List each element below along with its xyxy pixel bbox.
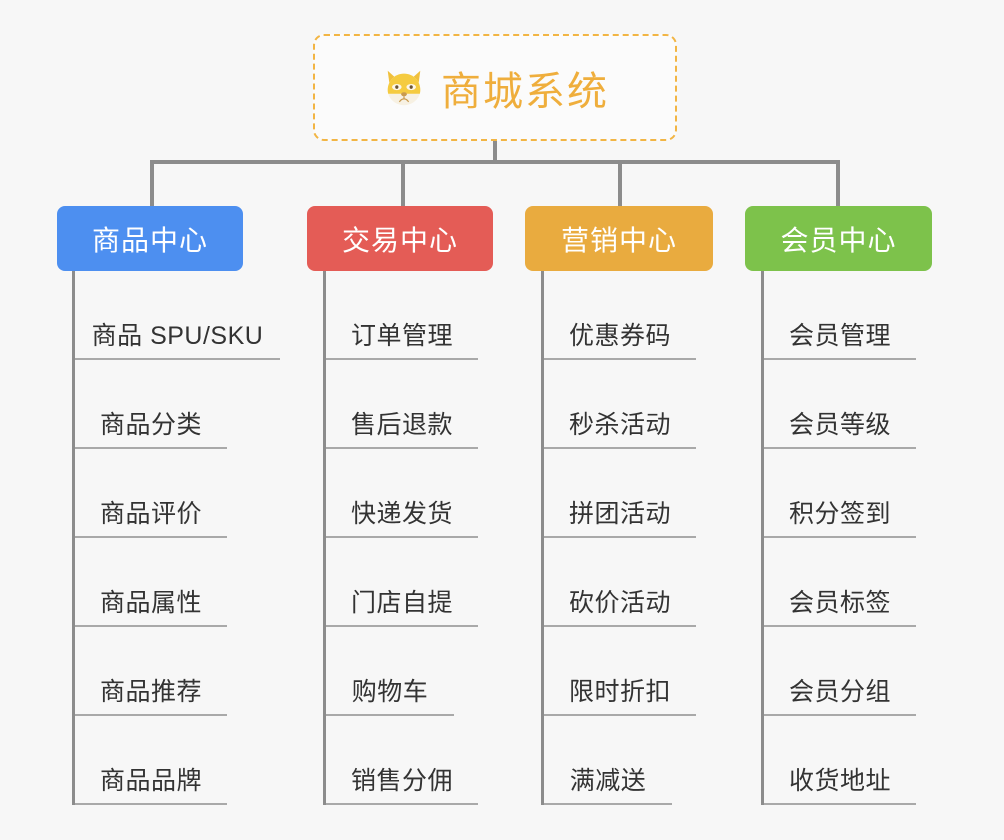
leaf-item[interactable]: 限时折扣: [544, 627, 696, 716]
leaf-item[interactable]: 秒杀活动: [544, 360, 696, 449]
category-header-trade-center[interactable]: 交易中心: [307, 206, 493, 271]
leaf-label: 会员等级: [788, 411, 891, 439]
connector-drop-1: [150, 160, 154, 207]
leaf-item[interactable]: 门店自提: [326, 538, 478, 627]
leaf-item[interactable]: 积分签到: [764, 449, 916, 538]
shiba-dog-face-icon: [381, 65, 427, 111]
leaf-label: 售后退款: [350, 411, 453, 439]
leaf-item[interactable]: 会员分组: [764, 627, 916, 716]
leaf-label: 订单管理: [350, 322, 453, 350]
leaf-spine: [761, 271, 764, 805]
leaf-label: 积分签到: [788, 500, 891, 528]
category-label: 交易中心: [341, 224, 458, 256]
leaf-label: 秒杀活动: [568, 411, 671, 439]
leaf-label: 购物车: [351, 678, 429, 706]
leaf-label: 会员分组: [788, 678, 891, 706]
leaf-item[interactable]: 砍价活动: [544, 538, 696, 627]
leaf-label: 会员标签: [788, 589, 891, 617]
leaf-item[interactable]: 会员等级: [764, 360, 916, 449]
leaf-item[interactable]: 销售分佣: [326, 716, 478, 805]
leaf-label: 快递发货: [350, 500, 453, 528]
leaf-item[interactable]: 商品推荐: [75, 627, 227, 716]
leaf-item[interactable]: 快递发货: [326, 449, 478, 538]
leaf-label: 商品评价: [99, 500, 202, 528]
leaf-label: 门店自提: [350, 589, 453, 617]
leaf-item[interactable]: 商品评价: [75, 449, 227, 538]
leaf-item[interactable]: 拼团活动: [544, 449, 696, 538]
leaf-item[interactable]: 购物车: [326, 627, 454, 716]
leaf-label: 商品推荐: [99, 678, 202, 706]
category-header-marketing-center[interactable]: 营销中心: [525, 206, 713, 271]
root-node[interactable]: 商城系统: [313, 34, 677, 141]
leaf-spine: [72, 271, 75, 805]
connector-drop-3: [618, 160, 622, 207]
leaf-label: 商品 SPU/SKU: [91, 322, 264, 350]
category-header-product-center[interactable]: 商品中心: [57, 206, 243, 271]
leaf-item[interactable]: 商品分类: [75, 360, 227, 449]
leaf-item[interactable]: 商品属性: [75, 538, 227, 627]
leaf-item[interactable]: 商品品牌: [75, 716, 227, 805]
leaf-label: 会员管理: [788, 322, 891, 350]
connector-root-stem: [493, 141, 497, 163]
leaf-spine: [323, 271, 326, 805]
leaf-item[interactable]: 收货地址: [764, 716, 916, 805]
category-label: 商品中心: [91, 224, 208, 256]
leaf-item[interactable]: 会员标签: [764, 538, 916, 627]
leaf-item[interactable]: 会员管理: [764, 271, 916, 360]
leaf-label: 满减送: [569, 767, 647, 795]
category-header-member-center[interactable]: 会员中心: [745, 206, 932, 271]
leaf-spine: [541, 271, 544, 805]
leaf-label: 优惠券码: [568, 322, 671, 350]
leaf-label: 限时折扣: [568, 678, 671, 706]
category-label: 营销中心: [560, 224, 677, 256]
connector-drop-2: [401, 160, 405, 207]
leaf-item[interactable]: 订单管理: [326, 271, 478, 360]
connector-horizontal-bus: [150, 160, 840, 164]
leaf-label: 拼团活动: [568, 500, 671, 528]
leaf-label: 砍价活动: [568, 589, 671, 617]
leaf-label: 商品分类: [99, 411, 202, 439]
category-label: 会员中心: [780, 224, 897, 256]
leaf-label: 商品品牌: [99, 767, 202, 795]
root-title: 商城系统: [441, 69, 609, 114]
leaf-label: 商品属性: [99, 589, 202, 617]
connector-drop-4: [836, 160, 840, 207]
leaf-item[interactable]: 商品 SPU/SKU: [75, 271, 280, 360]
leaf-item[interactable]: 满减送: [544, 716, 672, 805]
leaf-label: 收货地址: [788, 767, 891, 795]
leaf-label: 销售分佣: [350, 767, 453, 795]
leaf-item[interactable]: 售后退款: [326, 360, 478, 449]
leaf-item[interactable]: 优惠券码: [544, 271, 696, 360]
